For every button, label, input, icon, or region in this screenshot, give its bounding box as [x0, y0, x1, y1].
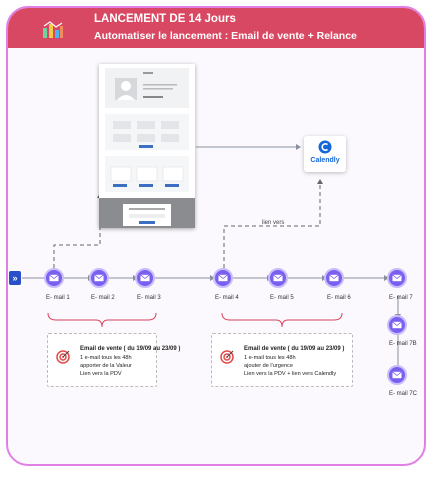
card-title: Email de vente ( du 19/09 au 23/09 ): [244, 346, 345, 352]
funnel-board: LANCEMENT DE 14 Jours Automatiser le lan…: [6, 6, 426, 466]
email-node-9[interactable]: [387, 365, 407, 385]
send-trigger-icon[interactable]: »: [9, 271, 21, 285]
board-title: LANCEMENT DE 14 Jours: [94, 13, 236, 25]
card-line: apporter de la Valeur: [80, 363, 132, 369]
email-node-5[interactable]: [268, 268, 288, 288]
card-line: Lien vers la PDV: [80, 371, 122, 377]
email-node-7[interactable]: [387, 268, 407, 288]
calendly-label: Calendly: [310, 157, 340, 164]
bar-chart-icon: [43, 21, 63, 38]
target-icon: [56, 350, 70, 364]
node-label-7: E- mail 7: [389, 295, 413, 301]
email-node-1[interactable]: [44, 268, 64, 288]
calendly-card[interactable]: Calendly: [304, 136, 346, 172]
node-label-1: E- mail 1: [46, 295, 70, 301]
board-header: LANCEMENT DE 14 Jours Automatiser le lan…: [8, 8, 424, 48]
node-label-7c: E- mail 7C: [389, 391, 418, 397]
bracket-1: [47, 312, 157, 328]
card-line: 1 e-mail tous les 48h: [244, 355, 296, 361]
node-label-3: E- mail 3: [137, 295, 161, 301]
board-subtitle: Automatiser le lancement : Email de vent…: [94, 30, 357, 42]
sales-page-thumbnail: [99, 64, 195, 228]
email-node-3[interactable]: [135, 268, 155, 288]
target-icon: [220, 350, 234, 364]
email-card-1[interactable]: Email de vente ( du 19/09 au 23/09 ) 1 e…: [47, 333, 180, 387]
email-node-4[interactable]: [213, 268, 233, 288]
sales-page-mockup[interactable]: [99, 64, 195, 228]
email-card-2[interactable]: Email de vente ( du 19/09 au 23/09 ) 1 e…: [211, 333, 353, 387]
email-node-2[interactable]: [89, 268, 109, 288]
node-label-6: E- mail 6: [327, 295, 351, 301]
email-node-8[interactable]: [387, 315, 407, 335]
bracket-2: [221, 312, 343, 328]
calendly-icon: [318, 140, 332, 154]
node-label-4: E- mail 4: [215, 295, 239, 301]
card-line: Lien vers la PDV + lien vers Calendly: [244, 371, 337, 377]
node-label-5: E- mail 5: [270, 295, 294, 301]
email-node-6[interactable]: [324, 268, 344, 288]
card-title: Email de vente ( du 19/09 au 23/09 ): [80, 346, 181, 352]
node-label-2: E- mail 2: [91, 295, 115, 301]
card-line: 1 e-mail tous les 48h: [80, 355, 132, 361]
link-label: lien vers: [262, 220, 285, 226]
card-line: ajouter de l'urgence: [244, 363, 293, 369]
node-label-7b: E- mail 7B: [389, 341, 417, 347]
